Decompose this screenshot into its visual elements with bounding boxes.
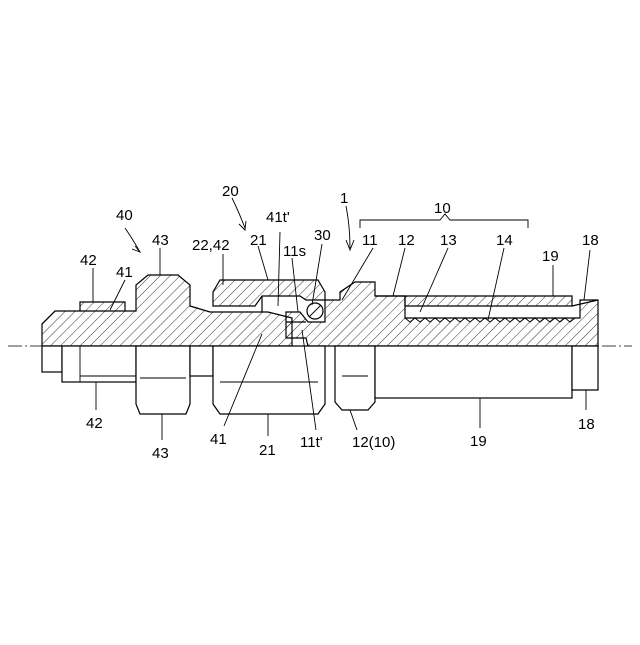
leader-18-top xyxy=(584,250,590,300)
upper-section xyxy=(42,275,598,346)
leader-12-top xyxy=(393,248,405,296)
neck-40 xyxy=(190,346,213,376)
leader-14 xyxy=(488,248,504,320)
leader-20 xyxy=(232,198,245,228)
label-21-top: 21 xyxy=(250,232,267,249)
leader-21-top xyxy=(258,246,268,280)
label-41-top: 41 xyxy=(116,264,133,281)
sleeve-19-section xyxy=(375,296,572,306)
label-12-10: 12(10) xyxy=(352,434,395,451)
label-41t: 41t' xyxy=(266,209,290,226)
label-41-bot: 41 xyxy=(210,431,227,448)
label-30: 30 xyxy=(314,227,331,244)
label-12-top: 12 xyxy=(398,232,415,249)
label-43-top: 43 xyxy=(152,232,169,249)
lower-exterior xyxy=(42,346,598,414)
nut-21-section xyxy=(213,280,325,306)
label-11s: 11s xyxy=(283,243,306,260)
label-19-top: 19 xyxy=(542,248,559,265)
label-42-top: 42 xyxy=(80,252,97,269)
thread-42-outer xyxy=(62,346,136,382)
label-20: 20 xyxy=(222,183,239,200)
label-18-bot: 18 xyxy=(578,416,595,433)
label-1: 1 xyxy=(340,190,348,207)
label-19-bot: 19 xyxy=(470,433,487,450)
hex-43-outer xyxy=(136,346,190,414)
label-22-42: 22,42 xyxy=(192,237,230,254)
label-10: 10 xyxy=(434,200,451,217)
label-13: 13 xyxy=(440,232,457,249)
label-14: 14 xyxy=(496,232,513,249)
label-21-bot: 21 xyxy=(259,442,276,459)
label-42-bot: 42 xyxy=(86,415,103,432)
label-11: 11 xyxy=(362,232,378,249)
hex-12-outer xyxy=(335,346,375,410)
connector-10-section xyxy=(286,282,598,346)
nut-21-outer xyxy=(213,346,325,414)
leader-40 xyxy=(125,228,140,252)
label-18-top: 18 xyxy=(582,232,599,249)
leader-12-10 xyxy=(350,410,357,430)
label-40: 40 xyxy=(116,207,133,224)
label-11t: 11t' xyxy=(300,434,323,451)
tube-end-41 xyxy=(42,346,62,372)
hose-18-outer xyxy=(572,346,598,390)
arrow-40 xyxy=(132,246,140,252)
label-43-bot: 43 xyxy=(152,445,169,462)
sleeve-19-outer xyxy=(375,346,572,398)
